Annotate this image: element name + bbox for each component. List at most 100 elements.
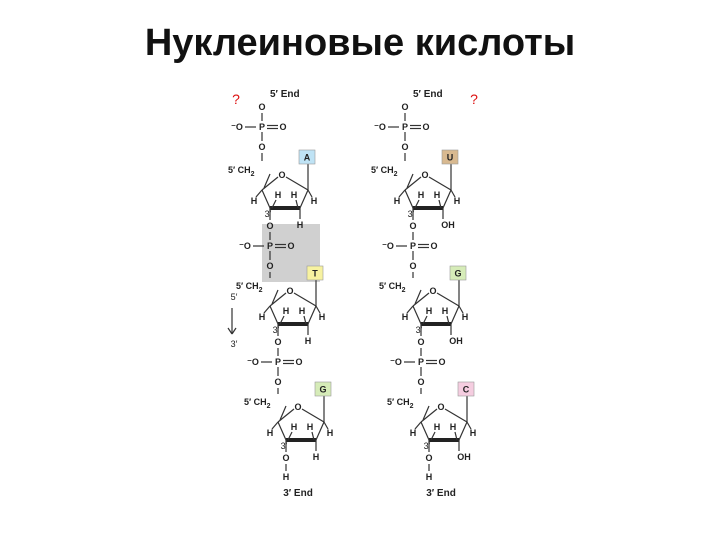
rna-nucleotide-2-c3-h-label: H	[426, 306, 433, 316]
rna-top-oxygen-label: O	[401, 102, 408, 112]
dna-nucleotide-1-ring-bond-c4-o	[261, 176, 279, 191]
dna-nucleotide-3-three-prime-oxygen-label: O	[282, 453, 289, 463]
dna-nucleotide-1-c2-h-label: H	[291, 190, 298, 200]
rna-nucleotide-2-three-prime-oxygen-label: O	[417, 337, 424, 347]
dna-phosphate-3-o-minus-label: ⁻O	[247, 357, 259, 367]
dna-nucleotide-2-ring-bond-c4-o	[269, 292, 287, 307]
rna-nucleotide-3-c4-h-bond	[414, 421, 422, 430]
dna-nucleotide-2-ring-bond-c3-c4	[269, 305, 279, 325]
dna-nucleotide-3-ch2-c4-bond	[279, 405, 287, 421]
rna-phosphate-2-double-o-label: O	[430, 241, 437, 251]
dna-phosphate-3-double-o-label: O	[295, 357, 302, 367]
dna-nucleotide-3-c3-h-label: H	[291, 422, 298, 432]
dna-nucleotide-1-ring-bond-c1-c2	[299, 189, 309, 209]
dna-nucleotide-3-c3-h-bond	[287, 431, 293, 441]
dna-nucleotide-2-c1-h-bond	[315, 305, 321, 314]
rna-nucleotide-3-c4-h-label: H	[410, 428, 417, 438]
rna-nucleotide-2-ch2-c4-bond	[414, 289, 422, 305]
dna-nucleotide-2-c3-h-label: H	[283, 306, 290, 316]
dna-nucleotide-1-ring-oxygen-label: O	[278, 170, 285, 180]
dna-p1-o5-label: O	[258, 142, 265, 152]
dna-nucleotide-1-c1-h-bond	[307, 189, 313, 198]
dna-phosphate-2-double-o-label: O	[287, 241, 294, 251]
dna-nucleotide-2-ch2-c4-bond	[271, 289, 279, 305]
question-mark-right: ?	[470, 91, 478, 107]
rna-phosphate-3-double-o-label: O	[438, 357, 445, 367]
rna-nucleotide-3-two-prime-label: OH	[457, 452, 471, 462]
dna-nucleotide-3-ring-bond-c4-o	[277, 408, 295, 423]
dna-nucleotide-3-five-ch2-label: 5′ CH2	[244, 397, 271, 410]
rna-nucleotide-2-two-prime-label: OH	[449, 336, 463, 346]
dna-nucleotide-1-c4-h-bond	[255, 189, 263, 198]
dna-nucleotide-2-c2-h-label: H	[299, 306, 306, 316]
page-title: Нуклеиновые кислоты	[144, 22, 576, 64]
dna-nucleotide-1-base-box	[298, 149, 316, 165]
rna-phosphate-1-o-minus-label: ⁻O	[374, 122, 386, 132]
rna-nucleotide-2-c2-h-bond	[446, 315, 450, 325]
rna-nucleotide-3-ring-bond-c3-c4	[420, 421, 430, 441]
dna-nucleotide-1-ring-bond-c3-c4	[261, 189, 271, 209]
rna-nucleotide-3-five-ch2-label: 5′ CH2	[387, 397, 414, 410]
rna-nucleotide-2-base-label: G	[454, 269, 461, 279]
dna-nucleotide-3-ch2-subscript: 2	[267, 403, 271, 410]
dna-phosphate-2-phosphorus-label: P	[267, 241, 273, 251]
rna-five-prime-end-label: 5′ End	[413, 89, 443, 100]
rna-phosphate-3-o-minus-label: ⁻O	[390, 357, 402, 367]
dna-nucleotide-3-c2-h-label: H	[307, 422, 314, 432]
dna-nucleotide-1-ch2-c4-bond	[263, 173, 271, 189]
rna-nucleotide-3-three-prime-label: 3′	[424, 441, 431, 451]
rna-nucleotide-2-c1-h-bond	[458, 305, 464, 314]
dna-end-h-label: H	[283, 472, 290, 482]
dna-nucleotide-2-ch2-subscript: 2	[259, 287, 263, 294]
rna-nucleotide-3-ring-oxygen-label: O	[437, 402, 444, 412]
dna-phosphate-2-o-minus-label: ⁻O	[239, 241, 251, 251]
rna-nucleotide-3-c2-h-bond	[454, 431, 458, 441]
rna-nucleotide-2-base-box	[449, 265, 467, 281]
dna-nucleotide-2-c1-h-label: H	[319, 312, 326, 322]
dna-nucleotide-3-base-box	[314, 381, 332, 397]
dna-nucleotide-2-ring-bond-c1-c2	[307, 305, 317, 325]
rna-nucleotide-1-ring-bond-o-c1	[428, 176, 452, 191]
rna-nucleotide-2-ring-bond-o-c1	[436, 292, 460, 307]
rna-nucleotide-1-three-prime-label: 3′	[408, 209, 415, 219]
dna-nucleotide-3-ring-oxygen-label: O	[294, 402, 301, 412]
dna-nucleotide-3-c4-h-bond	[271, 421, 279, 430]
rna-nucleotide-2-c3-h-bond	[422, 315, 428, 325]
dna-nucleotide-3-ring-bond-c1-c2	[315, 421, 325, 441]
dna-top-oxygen-label: O	[258, 102, 265, 112]
dna-link-2-o5-label: O	[274, 377, 281, 387]
rna-link-1-o5-label: O	[409, 261, 416, 271]
dna-nucleotide-3-c4-h-label: H	[267, 428, 274, 438]
rna-phosphate-2-phosphorus-label: P	[410, 241, 416, 251]
rna-nucleotide-1-three-prime-oxygen-label: O	[409, 221, 416, 231]
direction-arrowhead-left	[227, 327, 233, 335]
rna-nucleotide-3-c3-h-label: H	[434, 422, 441, 432]
dna-nucleotide-2-three-prime-label: 3′	[273, 325, 280, 335]
rna-phosphate-2-o-minus-label: ⁻O	[382, 241, 394, 251]
rna-phosphate-1-phosphorus-label: P	[402, 122, 408, 132]
dna-nucleotide-2-c2-h-bond	[303, 315, 307, 325]
dna-nucleotide-2-three-prime-oxygen-label: O	[274, 337, 281, 347]
dna-nucleotide-2-ring-oxygen-label: O	[286, 286, 293, 296]
rna-nucleotide-2-ring-bond-c3-c4	[412, 305, 422, 325]
rna-nucleotide-3-c1-h-bond	[466, 421, 472, 430]
rna-nucleotide-1-ring-bond-c3-c4	[404, 189, 414, 209]
rna-nucleotide-1-c2-h-bond	[438, 199, 442, 209]
rna-nucleotide-1-c1-h-bond	[450, 189, 456, 198]
rna-nucleotide-3-three-prime-oxygen-label: O	[425, 453, 432, 463]
rna-nucleotide-1-two-prime-label: OH	[441, 220, 455, 230]
rna-phosphate-3-phosphorus-label: P	[418, 357, 424, 367]
rna-nucleotide-3-ring-bond-c4-o	[420, 408, 438, 423]
dna-nucleotide-1-ch2-subscript: 2	[251, 171, 255, 178]
dna-three-prime-end-label: 3′ End	[283, 488, 313, 499]
dna-nucleotide-1-c2-h-bond	[295, 199, 299, 209]
rna-nucleotide-1-ring-bond-c1-c2	[442, 189, 452, 209]
dna-nucleotide-1-c4-h-label: H	[251, 196, 258, 206]
dna-phosphate-3-phosphorus-label: P	[275, 357, 281, 367]
rna-nucleotide-2-c4-h-bond	[406, 305, 414, 314]
rna-nucleotide-3-base-box	[457, 381, 475, 397]
rna-nucleotide-1-c3-h-label: H	[418, 190, 425, 200]
direction-three-prime-label: 3′	[231, 339, 238, 349]
